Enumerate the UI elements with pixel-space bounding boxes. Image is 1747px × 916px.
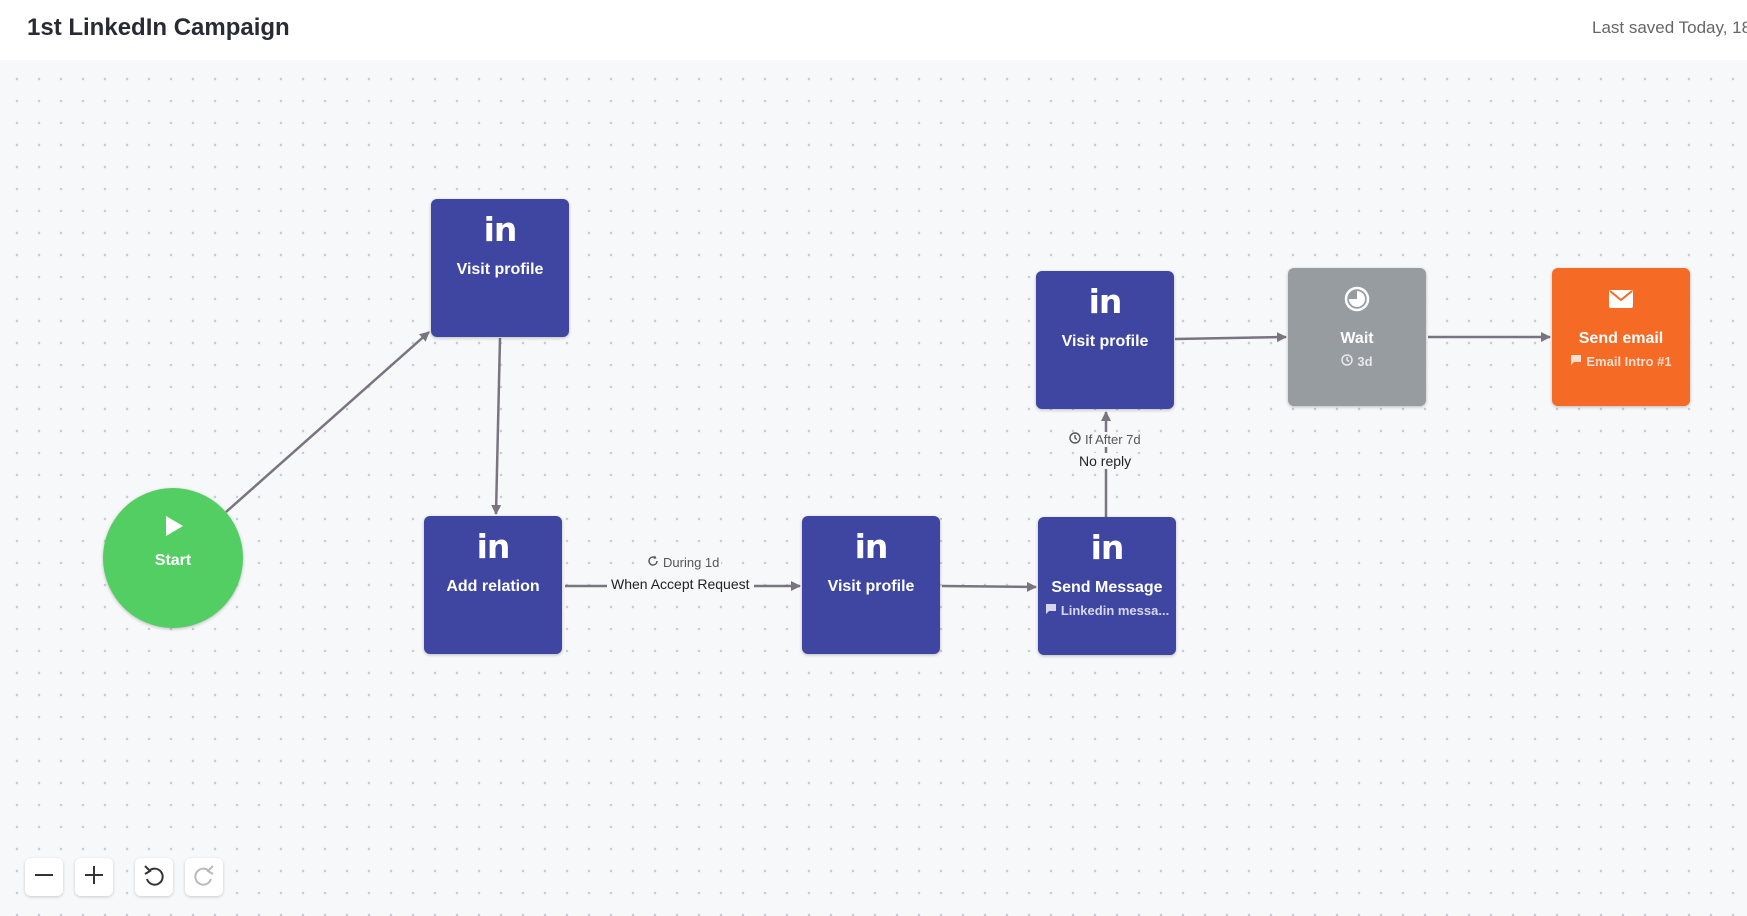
node-label: Visit profile [827,578,915,595]
node-label: Visit profile [456,261,544,278]
add-relation-node[interactable]: in Add relation [424,516,562,654]
node-label: Start [154,552,192,569]
linkedin-icon: in [854,527,889,566]
clock-icon [1069,432,1081,447]
play-icon [103,514,243,538]
wait-node[interactable]: Wait 3d [1288,268,1426,406]
clock-icon [1341,354,1354,369]
linkedin-icon: in [483,210,518,249]
last-saved-text: Last saved Today, 18 [1592,18,1747,37]
zoom-in-button[interactable] [75,858,113,896]
linkedin-icon: in [1090,528,1125,567]
envelope-icon [1552,282,1690,316]
minus-icon [33,864,55,891]
node-label: Add relation [446,578,540,595]
send-email-node[interactable]: Send email Email Intro #1 [1552,268,1690,406]
node-label: Wait [1340,330,1374,347]
chat-bubble-icon [1570,354,1582,369]
node-subtitle: 3d [1292,354,1422,369]
linkedin-icon: in [476,527,511,566]
chat-bubble-icon [1045,603,1057,618]
refresh-icon [647,555,659,570]
edge-condition: During 1d [645,555,722,570]
send-message-node[interactable]: in Send Message Linkedin messa... [1038,517,1176,655]
node-subtitle: Linkedin messa... [1042,603,1172,618]
node-subtitle: Email Intro #1 [1556,354,1686,369]
start-node[interactable]: Start [103,488,243,628]
edge-label: No reply [1075,453,1136,469]
visit-profile-node[interactable]: in Visit profile [1036,271,1174,409]
undo-button[interactable] [135,858,173,896]
flow-canvas[interactable] [0,60,1747,916]
node-label: Send Message [1051,579,1163,596]
node-label: Send email [1578,330,1664,347]
redo-button[interactable] [185,858,223,896]
visit-profile-node[interactable]: in Visit profile [802,516,940,654]
edge-condition: If After 7d [1067,432,1143,447]
edge-label: When Accept Request [607,576,754,592]
campaign-title[interactable]: 1st LinkedIn Campaign [27,14,290,41]
header: 1st LinkedIn Campaign Last saved Today, … [0,0,1747,60]
node-label: Visit profile [1061,333,1149,350]
redo-icon [192,863,216,892]
timer-icon [1288,282,1426,316]
visit-profile-node[interactable]: in Visit profile [431,199,569,337]
plus-icon [83,864,105,891]
undo-icon [142,863,166,892]
zoom-out-button[interactable] [25,858,63,896]
linkedin-icon: in [1088,282,1123,321]
